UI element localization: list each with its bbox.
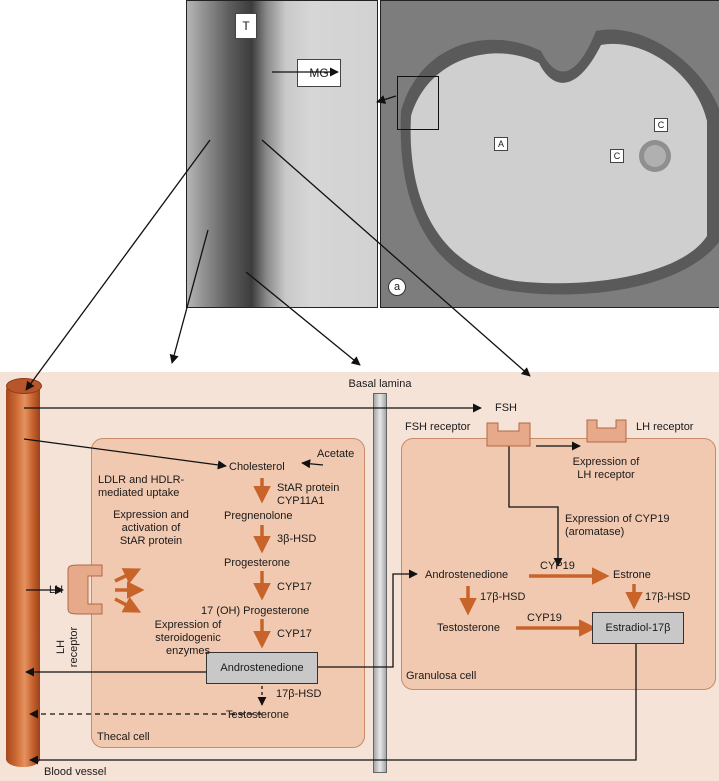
star-expression-line2: activation of (121, 522, 181, 534)
expression-lh-receptor-line2: LH receptor (577, 469, 635, 481)
lh-label: LH (49, 584, 64, 596)
expression-lh-receptor-line1: Expression of (572, 456, 640, 468)
steroidogenic-line3: enzymes (165, 645, 211, 657)
granulosa-cell-label: Granulosa cell (406, 670, 477, 682)
star-cyp-line2: CYP11A1 (277, 495, 325, 507)
cyp19-b-label: CYP19 (527, 612, 562, 624)
lh-receptor-side-line1: LH (55, 639, 67, 655)
oh-progesterone-label: 17 (OH) Progesterone (201, 605, 310, 617)
star-cyp-label: StAR protein CYP11A1 (277, 482, 339, 508)
hsd17-gran-right-label: 17β-HSD (645, 591, 691, 603)
star-cyp-line1: StAR protein (277, 482, 340, 494)
steroidogenic-label: Expression of steroidogenic enzymes (138, 619, 238, 658)
star-expression-label: Expression and activation of StAR protei… (96, 509, 206, 548)
steroidogenic-line2: steroidogenic (155, 632, 221, 644)
panel-letter-a: a (388, 278, 406, 296)
label-cumulus-1: C (654, 118, 668, 132)
lh-receptor-side-label: LH receptor (55, 617, 81, 677)
cyp19-expression-label: Expression of CYP19 (aromatase) (565, 513, 670, 539)
ldlr-line1: LDLR and HDLR- (98, 474, 185, 486)
steroidogenic-line1: Expression of (154, 619, 222, 631)
androstenedione-gran-label: Androstenedione (425, 569, 509, 581)
cyp17-b-label: CYP17 (277, 628, 312, 640)
pregnenolone-label: Pregnenolone (224, 510, 293, 522)
label-theca: T (235, 13, 257, 39)
acetate-label: Acetate (317, 448, 355, 460)
cyp19-a-label: CYP19 (540, 560, 575, 572)
ldlr-line2: mediated uptake (98, 487, 180, 499)
testosterone-theca-label: Testosterone (226, 709, 289, 721)
androstenedione-theca-box: Androstenedione (206, 652, 318, 684)
expression-lh-receptor: Expression of LH receptor (556, 456, 656, 482)
estrone-label: Estrone (613, 569, 651, 581)
fsh-receptor-label: FSH receptor (405, 421, 471, 433)
hsd17-gran-left-label: 17β-HSD (480, 591, 526, 603)
fsh-receptor-shape (486, 422, 531, 447)
estradiol-box: Estradiol-17β (592, 612, 684, 644)
label-antrum: A (494, 137, 508, 151)
testosterone-gran-label: Testosterone (437, 622, 500, 634)
hsd17-theca-label: 17β-HSD (276, 688, 322, 700)
hsd3b-label: 3β-HSD (277, 533, 317, 545)
follicle-micrograph: A C C a (380, 0, 719, 308)
zoomed-micrograph: T MG (186, 0, 378, 308)
lh-receptor-shape-theca (67, 564, 103, 615)
lh-receptor-label: LH receptor (636, 421, 694, 433)
blood-vessel (6, 382, 40, 767)
inset-frame (397, 76, 439, 130)
blood-vessel-label: Blood vessel (44, 766, 107, 778)
basal-lamina-label: Basal lamina (348, 378, 412, 390)
lh-receptor-side-line2: receptor (68, 626, 80, 668)
thecal-cell-label: Thecal cell (97, 731, 150, 743)
star-expression-line3: StAR protein (119, 535, 183, 547)
lh-receptor-shape-granulosa (586, 419, 627, 443)
cyp17-a-label: CYP17 (277, 581, 312, 593)
basal-lamina (373, 393, 387, 773)
label-cumulus-2: C (610, 149, 624, 163)
cyp19-expression-line2: (aromatase) (565, 526, 625, 538)
cyp19-expression-line1: Expression of CYP19 (565, 513, 670, 525)
ldlr-uptake-label: LDLR and HDLR- mediated uptake (98, 474, 184, 500)
progesterone-label: Progesterone (224, 557, 291, 569)
fsh-label: FSH (495, 402, 517, 414)
cholesterol-label: Cholesterol (229, 461, 285, 473)
star-expression-line1: Expression and (113, 509, 189, 521)
